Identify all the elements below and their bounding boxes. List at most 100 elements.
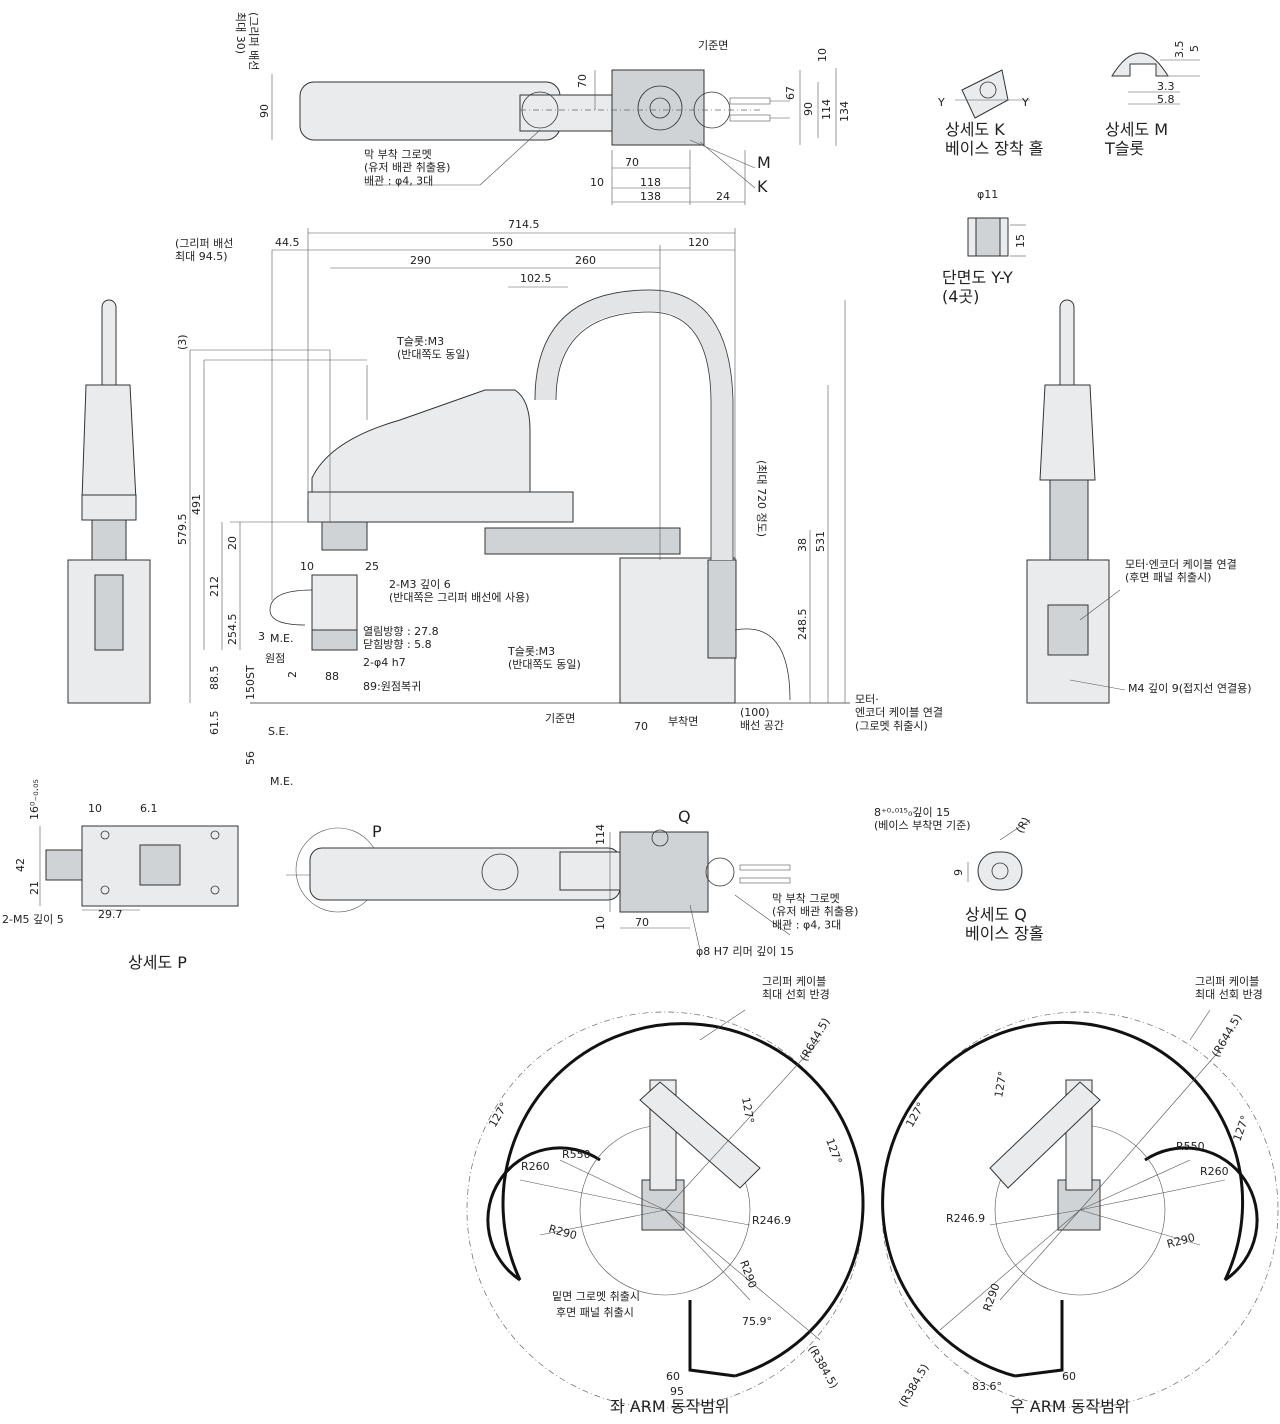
plan-dim-70: 70 [635, 916, 649, 929]
right-arm-caption: 우 ARM 동작범위 [1010, 1397, 1130, 1416]
left-r290-b: R290 [737, 1259, 759, 1290]
detail-m-dim-5: 5 [1188, 45, 1201, 52]
right-836: 83.6° [972, 1380, 1002, 1393]
section-yy: φ11 15 단면도 Y-Y(4곳) [942, 188, 1027, 306]
side-dim-56: 56 [244, 751, 257, 765]
side-dim-260: 260 [575, 254, 596, 267]
side-dim-2: 2 [286, 671, 299, 678]
side-dim-212: 212 [208, 576, 221, 597]
right-r290: R290 [1165, 1231, 1196, 1251]
side-m3-note: 2-M3 깊이 6(반대쪽은 그리퍼 배선에 사용) [389, 578, 530, 604]
plan-mark-q: Q [678, 807, 691, 826]
top-dim-70-bottom: 70 [625, 156, 639, 169]
side-dim-3: (3) [176, 334, 189, 350]
detail-p: 16⁰₋₀.₀₅ 10 6.1 42 21 29.7 2-M5 깊이 5 상세도… [2, 779, 239, 972]
side-dim-5795: 579.5 [176, 514, 189, 546]
detail-q-dim-9: 9 [952, 869, 965, 876]
detail-p-dim-42: 42 [14, 858, 27, 872]
plan-reamer: φ8 H7 리머 깊이 15 [696, 945, 794, 958]
mark-m: M [757, 153, 771, 172]
section-yy-caption: 단면도 Y-Y(4곳) [942, 268, 1013, 306]
right-127-c: 127° [1231, 1114, 1252, 1143]
right-r550: R550 [1176, 1140, 1205, 1153]
side-return-note: 89:원점복귀 [363, 680, 421, 693]
plan-grommet-note: 막 부착 그로멧(유저 배관 취출용)배관 : φ4, 3대 [772, 892, 858, 931]
plan-view: P Q 114 10 70 막 부착 그로멧(유저 배관 취출용)배관 : φ4… [286, 807, 858, 958]
side-dim-2545: 254.5 [226, 614, 239, 646]
detail-p-caption: 상세도 P [128, 953, 187, 972]
detail-q-r: (R) [1013, 815, 1032, 836]
left-r3845: (R384.5) [805, 1343, 840, 1391]
top-dim-67: 67 [784, 86, 797, 100]
top-dim-70: 70 [576, 74, 589, 88]
top-dim-138: 138 [640, 190, 661, 203]
plan-dim-10: 10 [594, 916, 607, 930]
detail-p-dim-21: 21 [28, 881, 41, 895]
top-dim-24: 24 [716, 190, 730, 203]
left-60: 60 [666, 1370, 680, 1383]
side-motor-note: 모터·엔코더 케이블 연결(그로멧 취출시) [855, 693, 943, 732]
left-127-c: 127° [823, 1137, 844, 1166]
side-dim-445: 44.5 [275, 236, 300, 249]
detail-p-m5: 2-M5 깊이 5 [2, 913, 64, 926]
left-r6445: (R644.5) [797, 1016, 832, 1064]
top-dim-134: 134 [838, 101, 851, 122]
left-r550: R550 [562, 1148, 591, 1161]
side-dim-25: 25 [365, 560, 379, 573]
right-r290-b: R290 [981, 1282, 1003, 1313]
detail-m-dim-58: 5.8 [1157, 93, 1175, 106]
left-95: 95 [670, 1385, 684, 1398]
left-r290: R290 [547, 1222, 578, 1242]
right-r3845: (R384.5) [896, 1362, 931, 1410]
detail-m-dim-35: 3.5 [1173, 41, 1186, 59]
top-reference-face: 기준면 [698, 39, 728, 52]
section-yy-dim-phi11: φ11 [977, 188, 998, 201]
detail-k-y-right: Y [1021, 96, 1029, 109]
detail-q-top-note: 8⁺⁰·⁰¹⁵₀깊이 15(베이스 부착면 기준) [874, 806, 971, 832]
side-dim-10: 10 [300, 560, 314, 573]
top-dim-114: 114 [820, 99, 833, 120]
detail-m-dim-33: 3.3 [1157, 80, 1175, 93]
side-reference-face: 기준면 [545, 712, 575, 725]
detail-p-dim-16: 16⁰₋₀.₀₅ [28, 779, 41, 820]
side-tslot-top: T슬롯:M3(반대쪽도 동일) [396, 335, 470, 361]
side-dim-1025: 102.5 [520, 272, 552, 285]
side-dim-88: 88 [325, 670, 339, 683]
side-dim-20: 20 [226, 536, 239, 550]
right-r6445: (R644.5) [1209, 1012, 1244, 1060]
side-dim-120: 120 [688, 236, 709, 249]
side-dim-491: 491 [190, 494, 203, 515]
back-cable-note: 모터·엔코더 케이블 연결(후면 패널 취출시) [1125, 558, 1237, 584]
side-dim-3b: 3 [258, 630, 265, 643]
detail-p-dim-297: 29.7 [98, 908, 123, 921]
side-se: S.E. [268, 725, 289, 738]
mark-k: K [757, 177, 768, 196]
left-arm-caption: 좌 ARM 동작범위 [610, 1397, 730, 1416]
back-view: 모터·엔코더 케이블 연결(후면 패널 취출시) M4 깊이 9(접지선 연결용… [1026, 299, 1252, 704]
top-dim-10: 10 [816, 48, 829, 62]
side-dim-max720: (최대 720 정도) [755, 460, 768, 537]
side-dim-290: 290 [410, 254, 431, 267]
side-dim-7145: 714.5 [508, 218, 540, 231]
side-mount-face: 부착면 [668, 715, 698, 728]
detail-p-dim-10: 10 [88, 802, 102, 815]
gripper-wiring-top: (그리퍼 배선최대 30) [234, 12, 260, 70]
side-dim-885: 88.5 [208, 666, 221, 691]
left-rear-panel: 후면 패널 취출시 [556, 1306, 634, 1319]
side-dim-2485: 248.5 [796, 609, 809, 641]
side-dim-38: 38 [796, 538, 809, 552]
side-cable-space: (100)배선 공간 [740, 706, 784, 732]
side-phi4: 2-φ4 h7 [363, 656, 406, 669]
